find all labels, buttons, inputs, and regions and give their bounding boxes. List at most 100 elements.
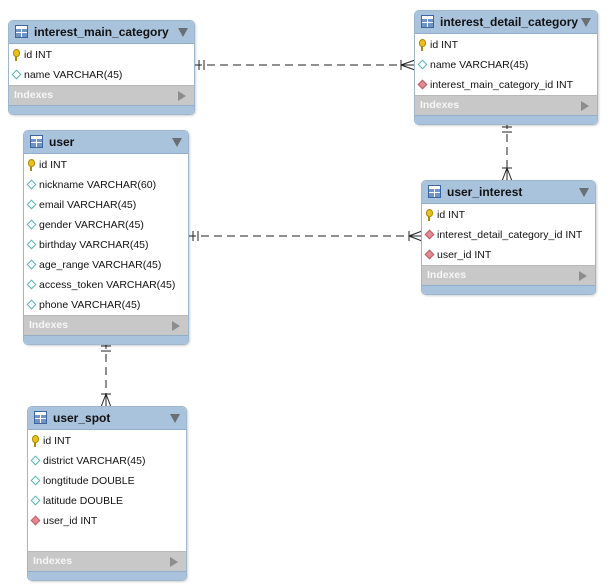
- table-header[interactable]: interest_detail_category: [415, 11, 597, 34]
- column-label: id INT: [24, 49, 53, 61]
- column-row[interactable]: email VARCHAR(45): [24, 195, 188, 215]
- column-label: interest_detail_category_id INT: [437, 229, 583, 241]
- table-user[interactable]: user id INT nickname VARCHAR(60) email VAR…: [23, 130, 189, 345]
- table-header[interactable]: user: [24, 131, 188, 154]
- diamond-icon: [30, 495, 41, 506]
- triangle-right-icon[interactable]: [581, 101, 589, 111]
- column-list: id INT district VARCHAR(45) longtitude DOU…: [28, 430, 186, 551]
- column-label: id INT: [43, 435, 72, 447]
- key-icon: [28, 159, 35, 171]
- column-row[interactable]: id INT: [422, 205, 595, 225]
- column-row[interactable]: birthday VARCHAR(45): [24, 235, 188, 255]
- column-row[interactable]: id INT: [415, 35, 597, 55]
- column-row[interactable]: user_id INT: [28, 511, 186, 531]
- diamond-icon: [417, 59, 428, 70]
- table-title: interest_main_category: [34, 25, 169, 39]
- indexes-label: Indexes: [33, 555, 73, 567]
- table-title: interest_detail_category: [440, 15, 579, 29]
- column-label: gender VARCHAR(45): [39, 219, 144, 231]
- foreign-key-diamond-icon: [424, 249, 435, 260]
- table-footer: [9, 105, 194, 114]
- column-label: longtitude DOUBLE: [43, 475, 135, 487]
- table-interest-detail-category[interactable]: interest_detail_category id INT name VARC…: [414, 10, 598, 125]
- column-label: latitude DOUBLE: [43, 495, 123, 507]
- key-icon: [419, 39, 426, 51]
- column-row[interactable]: id INT: [9, 45, 194, 65]
- table-header[interactable]: user_spot: [28, 407, 186, 430]
- diamond-icon: [26, 179, 37, 190]
- column-row[interactable]: gender VARCHAR(45): [24, 215, 188, 235]
- table-footer: [28, 571, 186, 580]
- column-label: email VARCHAR(45): [39, 199, 137, 211]
- diamond-icon: [26, 219, 37, 230]
- column-label: phone VARCHAR(45): [39, 299, 141, 311]
- triangle-right-icon[interactable]: [172, 321, 180, 331]
- column-row[interactable]: name VARCHAR(45): [415, 55, 597, 75]
- triangle-right-icon[interactable]: [170, 557, 178, 567]
- column-label: id INT: [430, 39, 459, 51]
- column-row[interactable]: id INT: [28, 431, 186, 451]
- triangle-down-icon[interactable]: [172, 138, 182, 147]
- indexes-section[interactable]: Indexes: [24, 315, 188, 335]
- triangle-down-icon[interactable]: [170, 414, 180, 423]
- triangle-down-icon[interactable]: [178, 28, 188, 37]
- column-row[interactable]: name VARCHAR(45): [9, 65, 194, 85]
- column-row[interactable]: access_token VARCHAR(45): [24, 275, 188, 295]
- diamond-icon: [26, 199, 37, 210]
- triangle-right-icon[interactable]: [178, 91, 186, 101]
- diamond-icon: [11, 69, 22, 80]
- relationship-main-to-detail-category: [194, 59, 416, 71]
- column-label: district VARCHAR(45): [43, 455, 146, 467]
- column-label: name VARCHAR(45): [24, 69, 123, 81]
- foreign-key-diamond-icon: [417, 79, 428, 90]
- column-list: id INT interest_detail_category_id INT use…: [422, 204, 595, 265]
- column-row[interactable]: phone VARCHAR(45): [24, 295, 188, 315]
- table-footer: [24, 335, 188, 344]
- table-user-interest[interactable]: user_interest id INT interest_detail_cate…: [421, 180, 596, 295]
- column-list: id INT name VARCHAR(45) interest_main_cate…: [415, 34, 597, 95]
- relationship-user-to-user-interest: [188, 230, 423, 242]
- table-icon: [30, 135, 43, 148]
- column-row[interactable]: nickname VARCHAR(60): [24, 175, 188, 195]
- indexes-label: Indexes: [427, 269, 467, 281]
- indexes-section[interactable]: Indexes: [422, 265, 595, 285]
- table-title: user: [49, 135, 75, 149]
- table-interest-main-category[interactable]: interest_main_category id INT name VARCHA…: [8, 20, 195, 115]
- table-header[interactable]: interest_main_category: [9, 21, 194, 44]
- column-label: user_id INT: [437, 249, 492, 261]
- column-row[interactable]: interest_main_category_id INT: [415, 75, 597, 95]
- column-label: id INT: [437, 209, 466, 221]
- column-row[interactable]: latitude DOUBLE: [28, 491, 186, 511]
- foreign-key-diamond-icon: [30, 515, 41, 526]
- indexes-section[interactable]: Indexes: [28, 551, 186, 571]
- column-row[interactable]: longtitude DOUBLE: [28, 471, 186, 491]
- indexes-section[interactable]: Indexes: [415, 95, 597, 115]
- column-row[interactable]: district VARCHAR(45): [28, 451, 186, 471]
- column-label: interest_main_category_id INT: [430, 79, 573, 91]
- column-row[interactable]: id INT: [24, 155, 188, 175]
- column-label: user_id INT: [43, 515, 98, 527]
- triangle-right-icon[interactable]: [579, 271, 587, 281]
- indexes-label: Indexes: [29, 319, 69, 331]
- table-header[interactable]: user_interest: [422, 181, 595, 204]
- column-list: id INT name VARCHAR(45): [9, 44, 194, 85]
- table-title: user_interest: [447, 185, 523, 199]
- table-footer: [415, 115, 597, 124]
- diamond-icon: [26, 299, 37, 310]
- diamond-icon: [30, 455, 41, 466]
- column-row[interactable]: user_id INT: [422, 245, 595, 265]
- column-row[interactable]: interest_detail_category_id INT: [422, 225, 595, 245]
- column-label: birthday VARCHAR(45): [39, 239, 149, 251]
- table-user-spot[interactable]: user_spot id INT district VARCHAR(45) long…: [27, 406, 187, 581]
- relationship-detail-category-to-user-interest: [501, 121, 513, 182]
- indexes-section[interactable]: Indexes: [9, 85, 194, 105]
- triangle-down-icon[interactable]: [581, 18, 591, 27]
- foreign-key-diamond-icon: [424, 229, 435, 240]
- table-title: user_spot: [53, 411, 111, 425]
- column-label: access_token VARCHAR(45): [39, 279, 176, 291]
- column-row[interactable]: age_range VARCHAR(45): [24, 255, 188, 275]
- diamond-icon: [26, 239, 37, 250]
- triangle-down-icon[interactable]: [579, 188, 589, 197]
- column-label: age_range VARCHAR(45): [39, 259, 162, 271]
- column-label: nickname VARCHAR(60): [39, 179, 157, 191]
